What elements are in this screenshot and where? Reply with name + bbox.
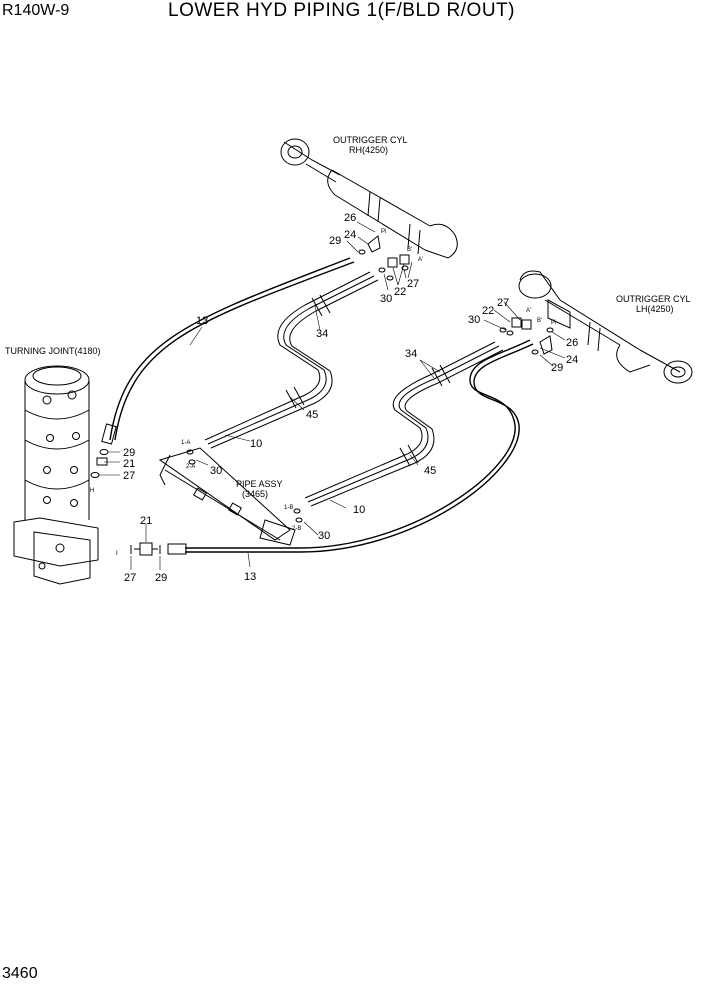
part-number: 26 bbox=[566, 337, 578, 349]
part-number: 30 bbox=[380, 293, 392, 305]
part-number: 27 bbox=[124, 572, 136, 584]
outrigger-rh-label-line2: RH(4250) bbox=[349, 145, 388, 155]
part-number: 24 bbox=[566, 354, 578, 366]
part-number: 30 bbox=[318, 530, 330, 542]
part-number: 27 bbox=[123, 470, 135, 482]
port-label: A' bbox=[418, 257, 423, 263]
outrigger-cylinder-lh bbox=[518, 270, 693, 384]
port-label: Pi bbox=[551, 320, 556, 326]
part-number: 13 bbox=[196, 315, 208, 327]
outrigger-cylinder-rh bbox=[280, 138, 458, 259]
pipe-assy-label-line2: (3465) bbox=[242, 489, 268, 499]
part-number: 29 bbox=[155, 572, 167, 584]
outrigger-lh-label-line1: OUTRIGGER CYL bbox=[616, 294, 691, 304]
port-label: H bbox=[90, 488, 94, 494]
part-number: 21 bbox=[140, 515, 152, 527]
turning-joint bbox=[13, 365, 99, 585]
model-code: R140W-9 bbox=[2, 2, 70, 19]
part-number: 30 bbox=[468, 314, 480, 326]
port-label: I bbox=[116, 551, 118, 557]
part-number: 29 bbox=[329, 235, 341, 247]
part-number: 22 bbox=[394, 286, 406, 298]
part-number: 24 bbox=[344, 229, 356, 241]
part-number: 22 bbox=[482, 305, 494, 317]
port-label: 1-A bbox=[181, 440, 190, 446]
page-number: 3460 bbox=[2, 965, 38, 982]
part-number: 10 bbox=[250, 438, 262, 450]
port-label: Pi bbox=[381, 229, 386, 235]
outrigger-lh-label-line2: LH(4250) bbox=[636, 304, 674, 314]
port-label: 1-B bbox=[284, 505, 293, 511]
part-number: 30 bbox=[210, 465, 222, 477]
part-number: 26 bbox=[344, 212, 356, 224]
part-number: 34 bbox=[405, 348, 417, 360]
part-number: 13 bbox=[244, 571, 256, 583]
turning-joint-label: TURNING JOINT(4180) bbox=[5, 346, 101, 356]
part-number: 10 bbox=[353, 504, 365, 516]
part-number: 34 bbox=[316, 328, 328, 340]
part-number: 27 bbox=[407, 278, 419, 290]
port-label: 2-B bbox=[292, 526, 301, 532]
port-label: 2-A bbox=[186, 464, 195, 470]
part-number: 29 bbox=[551, 362, 563, 374]
pipe-assy-label-line1: PIPE ASSY bbox=[236, 479, 283, 489]
part-number: 21 bbox=[123, 458, 135, 470]
lh-pipe-loop bbox=[304, 341, 504, 507]
outrigger-rh-label-line1: OUTRIGGER CYL bbox=[333, 135, 408, 145]
leader-lines bbox=[99, 221, 566, 570]
port-label: B' bbox=[407, 247, 412, 253]
part-number: 45 bbox=[306, 409, 318, 421]
part-number: 27 bbox=[497, 297, 509, 309]
hose-13-upper bbox=[101, 257, 355, 445]
pipe-assy-block bbox=[158, 447, 296, 546]
port-label: A' bbox=[526, 308, 531, 314]
port-label: B' bbox=[537, 318, 542, 324]
diagram-title: LOWER HYD PIPING 1(F/BLD R/OUT) bbox=[168, 0, 515, 21]
rh-pipe-loop bbox=[204, 271, 379, 449]
hose-13-lower bbox=[167, 339, 534, 555]
part-number: 29 bbox=[123, 447, 135, 459]
part-number: 45 bbox=[424, 465, 436, 477]
